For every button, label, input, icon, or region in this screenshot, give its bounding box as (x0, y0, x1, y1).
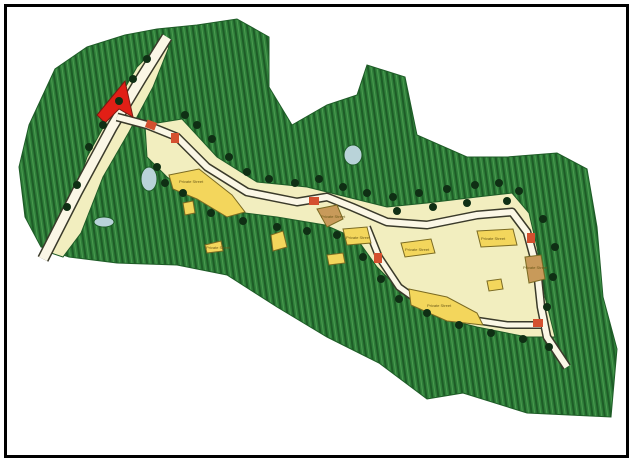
tree-icon (549, 273, 557, 281)
tree-icon (543, 303, 551, 311)
tree-icon (515, 187, 523, 195)
tree-icon (539, 215, 547, 223)
building-label: Private Street (481, 236, 506, 241)
square-marker-icon (144, 119, 158, 131)
building (326, 252, 346, 266)
square-marker-icon (309, 197, 319, 205)
building-label: Private Street (346, 235, 371, 240)
tree-icon (243, 168, 251, 176)
tree-icon (503, 197, 511, 205)
tree-icon (73, 181, 81, 189)
pond (93, 216, 115, 228)
building (316, 204, 344, 228)
tree-icon (291, 179, 299, 187)
tree-icon (161, 179, 169, 187)
tree-icon (239, 217, 247, 225)
square-marker-icon (533, 319, 543, 327)
tree-icon (551, 243, 559, 251)
building (486, 278, 504, 292)
building (476, 228, 518, 248)
tree-cluster (63, 55, 559, 351)
tree-icon (395, 295, 403, 303)
private-road-surface (116, 114, 570, 369)
building-label: Private Street (427, 303, 452, 308)
tree-icon (455, 321, 463, 329)
building (408, 288, 484, 326)
pond (140, 166, 158, 192)
building-label: Private Street (405, 247, 430, 252)
square-marker-icon (171, 133, 179, 143)
site-plan-map: Private Street Private Street Private St… (18, 18, 618, 418)
tree-icon (181, 111, 189, 119)
tree-icon (115, 97, 123, 105)
tree-icon (143, 55, 151, 63)
building-label: Private Street (321, 214, 346, 219)
tree-icon (63, 203, 71, 211)
tree-icon (389, 193, 397, 201)
tree-icon (443, 185, 451, 193)
pond (343, 144, 363, 166)
square-marker-icon (527, 233, 535, 243)
tree-icon (359, 253, 367, 261)
tree-icon (303, 227, 311, 235)
tree-icon (333, 231, 341, 239)
tree-icon (487, 329, 495, 337)
tree-icon (423, 309, 431, 317)
tree-icon (207, 209, 215, 217)
tree-icon (99, 121, 107, 129)
building-label: Private Street (179, 179, 204, 184)
tree-icon (377, 275, 385, 283)
tree-icon (519, 335, 527, 343)
tree-icon (495, 179, 503, 187)
building (168, 168, 246, 218)
tree-icon (393, 207, 401, 215)
tree-icon (208, 135, 216, 143)
square-marker-icon (374, 253, 382, 263)
tree-icon (129, 75, 137, 83)
tree-icon (265, 175, 273, 183)
tree-icon (415, 189, 423, 197)
building (270, 230, 288, 252)
highway-surface (38, 34, 171, 262)
building (524, 254, 546, 284)
tree-icon (225, 153, 233, 161)
building-group: Private Street Private Street Private St… (168, 168, 548, 326)
tree-icon (193, 121, 201, 129)
map-frame: Private Street Private Street Private St… (4, 4, 629, 458)
tree-icon (273, 223, 281, 231)
tree-icon (315, 175, 323, 183)
tree-icon (153, 163, 161, 171)
tree-icon (545, 343, 553, 351)
tree-icon (463, 199, 471, 207)
building (400, 238, 436, 258)
tree-icon (85, 143, 93, 151)
tree-icon (363, 189, 371, 197)
tree-icon (471, 181, 479, 189)
building (204, 240, 224, 254)
tree-icon (429, 203, 437, 211)
building-label: Private Street (523, 265, 548, 270)
building-label: Private Street (206, 245, 231, 250)
tree-icon (179, 189, 187, 197)
building (342, 226, 372, 246)
building (182, 200, 196, 216)
tree-icon (339, 183, 347, 191)
